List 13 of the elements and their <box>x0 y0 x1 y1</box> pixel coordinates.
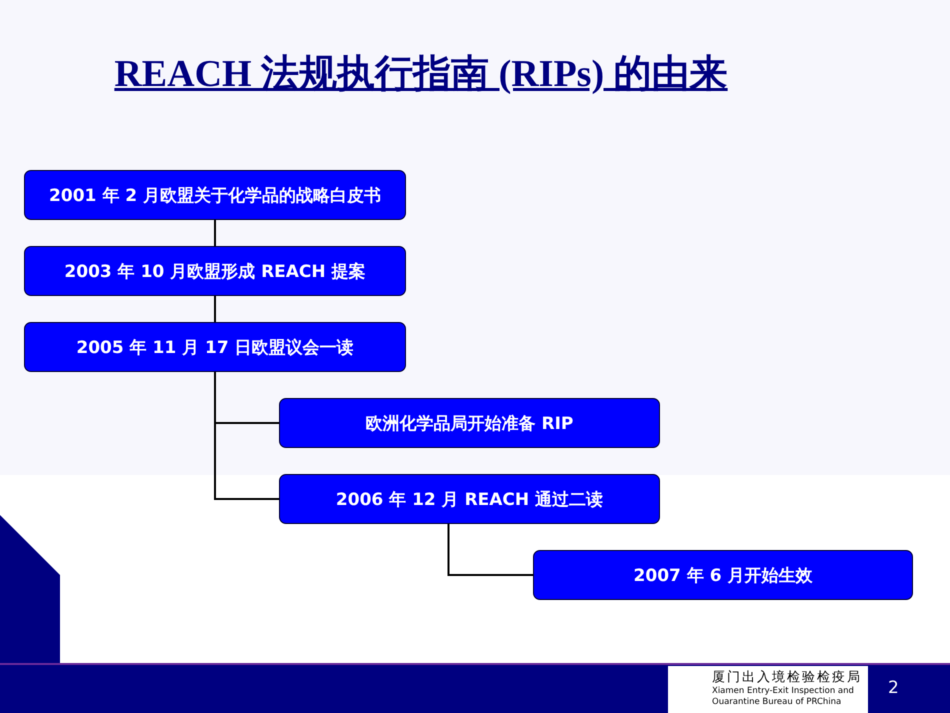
timeline-box: 欧洲化学品局开始准备 RIP <box>279 398 660 448</box>
connector-line <box>214 220 216 246</box>
organization-name: Xiamen Entry-Exit Inspection and Ouarantine Bureau of PRChina <box>712 686 855 708</box>
timeline-box: 2001 年 2 月欧盟关于化学品的战略白皮书 <box>24 170 406 220</box>
timeline-box: 2007 年 6 月开始生效 <box>533 550 913 600</box>
timeline-box: 2006 年 12 月 REACH 通过二读 <box>279 474 660 524</box>
connector-line <box>448 524 533 576</box>
timeline-box: 2003 年 10 月欧盟形成 REACH 提案 <box>24 246 406 296</box>
title: REACH 法规执行指南 (RIPs) 的由来 <box>113 52 729 97</box>
connector-line <box>214 296 216 322</box>
organization-name: 厦门出入境检验检疫局 <box>712 669 862 686</box>
page-number: 2 <box>888 678 899 698</box>
timeline-box: 2005 年 11 月 17 日欧盟议会一读 <box>24 322 406 372</box>
